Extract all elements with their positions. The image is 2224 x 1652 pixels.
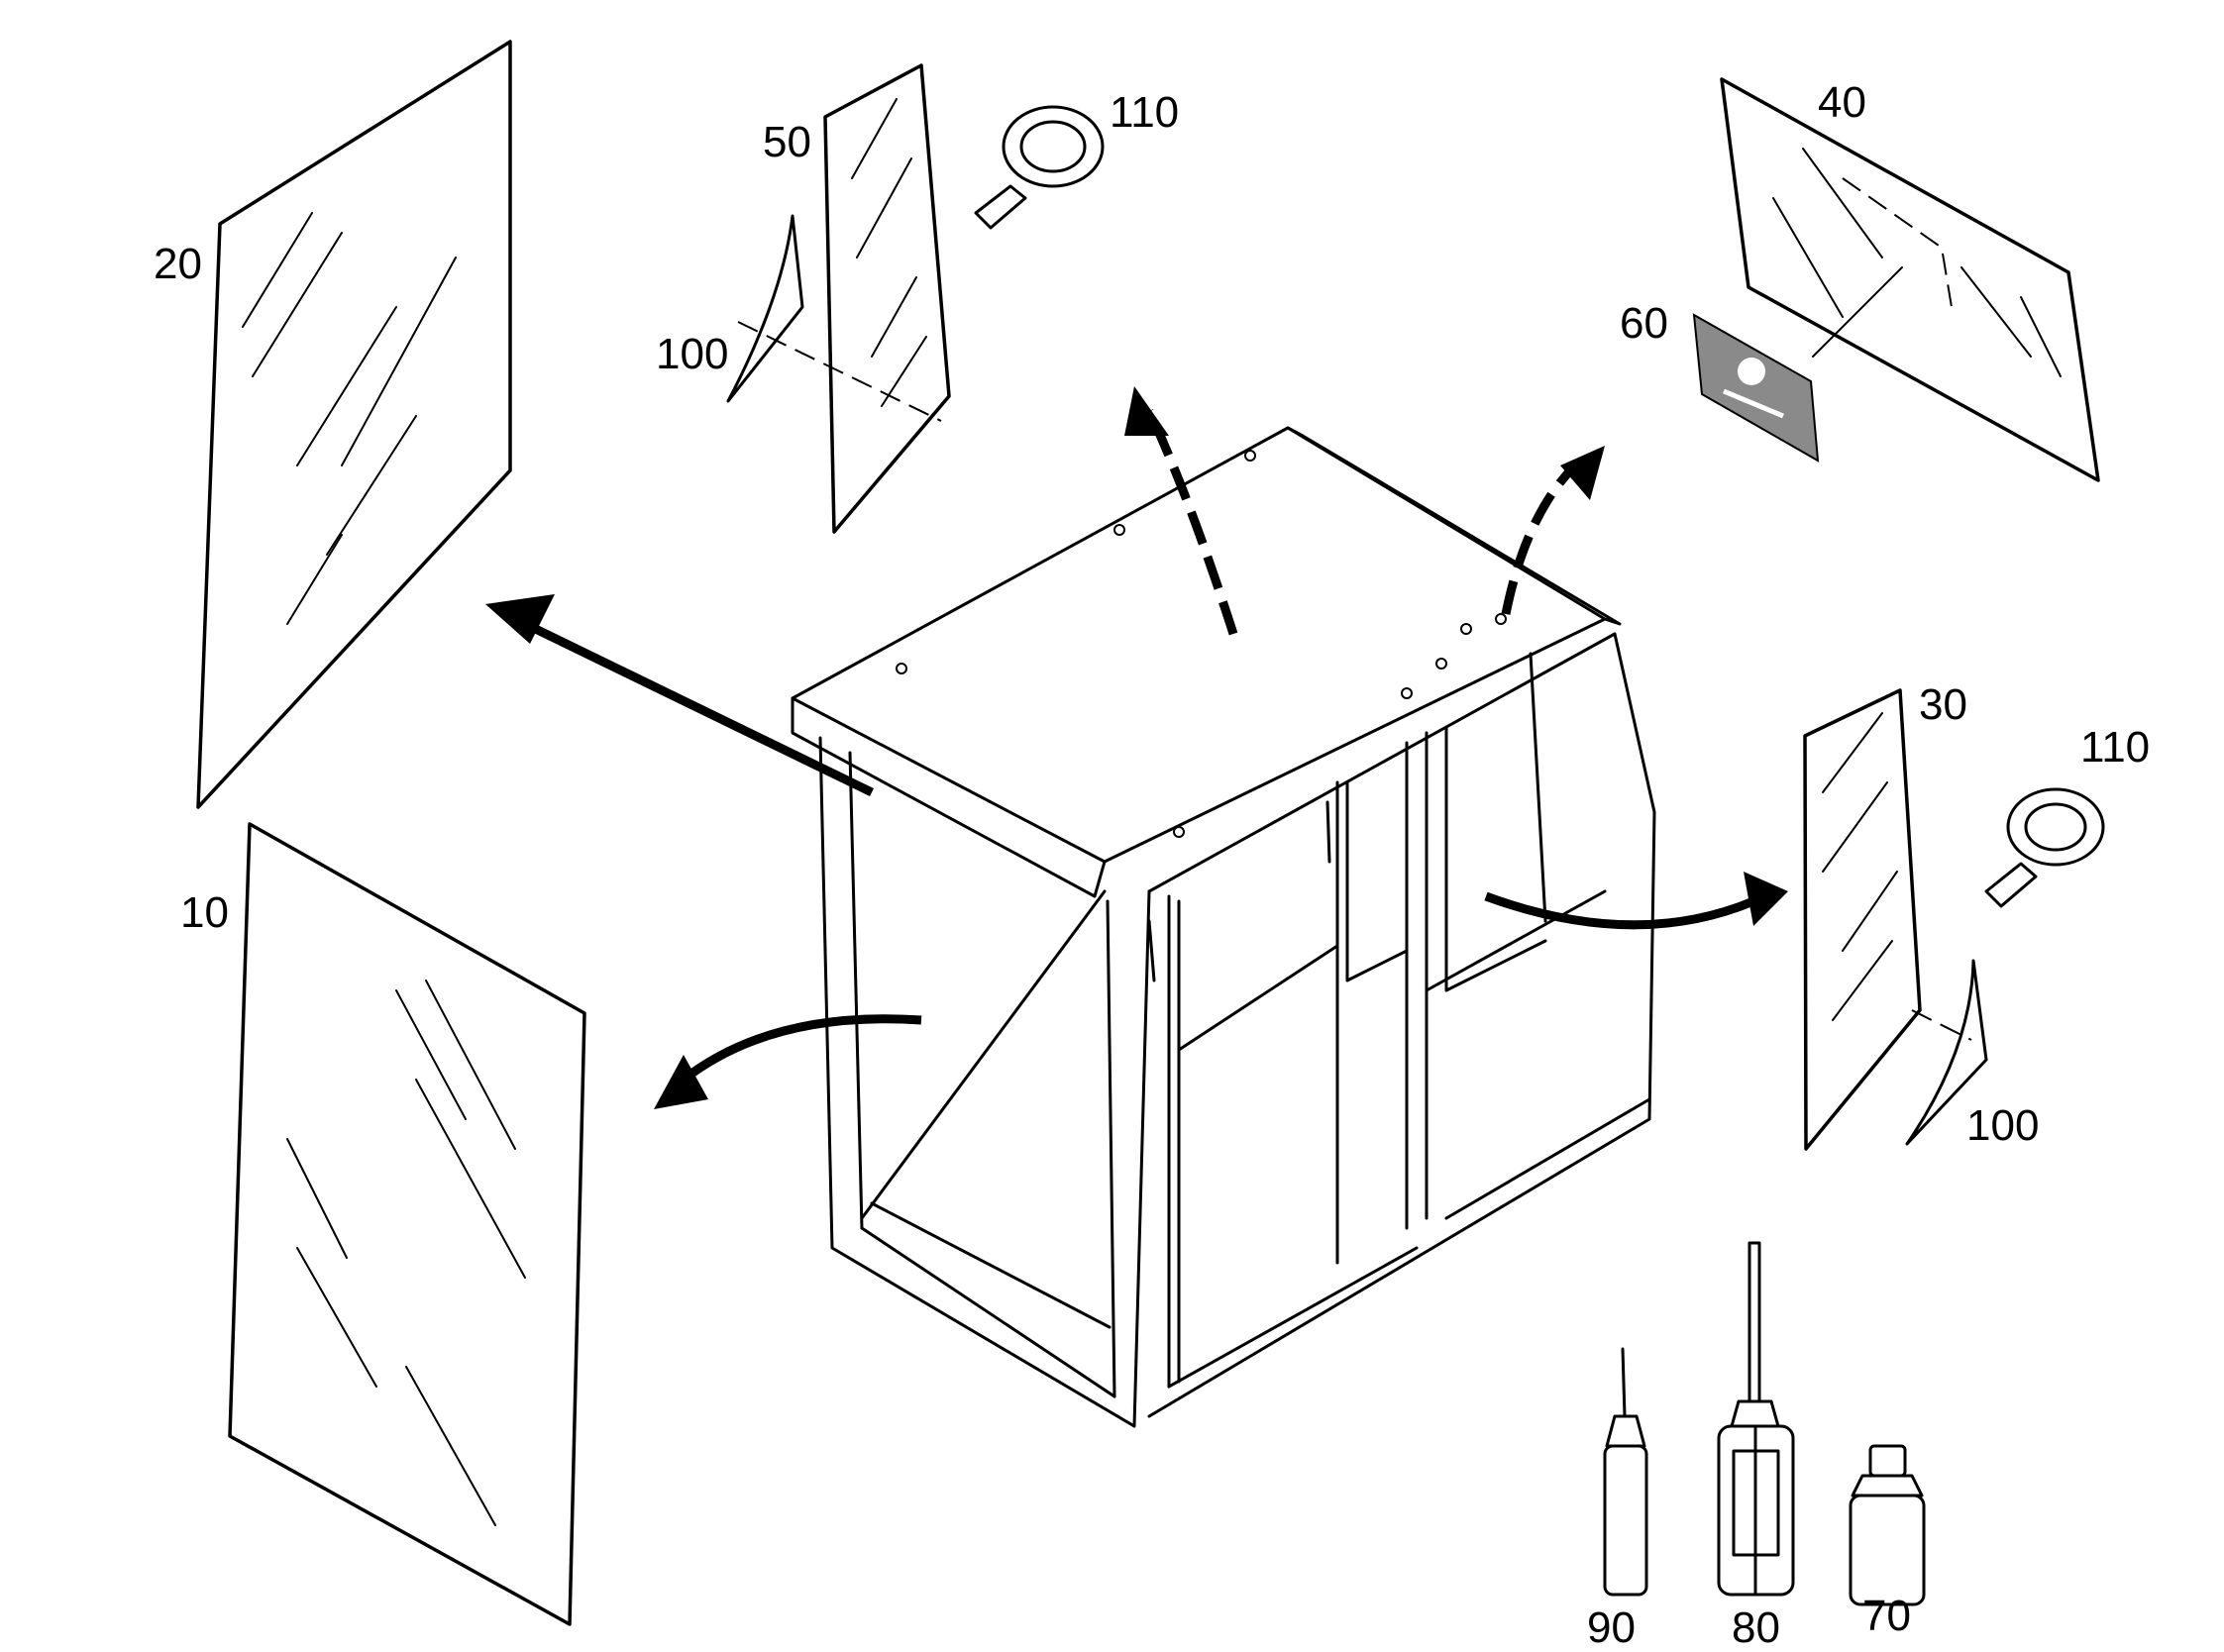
callout-90: 90	[1587, 1603, 1636, 1652]
adhesive-dual-cartridge-80	[1717, 1241, 1795, 1597]
glass-panel-10	[228, 822, 586, 1626]
callout-70: 70	[1862, 1592, 1911, 1640]
callout-20: 20	[154, 240, 202, 288]
primer-bottle-70	[1849, 1444, 1926, 1606]
callout-110-top: 110	[1110, 88, 1180, 137]
glass-panel-30	[1803, 688, 1972, 1151]
spacer-strip-100-top	[726, 214, 804, 403]
glass-panel-20	[196, 40, 512, 809]
tape-roll-110-top	[974, 105, 1105, 230]
callout-10: 10	[180, 888, 229, 937]
callout-40: 40	[1818, 78, 1866, 127]
cab-frame	[791, 426, 1656, 1428]
callout-50: 50	[763, 118, 811, 166]
tape-roll-110-right	[1984, 787, 2105, 908]
glass-panel-50	[737, 63, 951, 534]
spacer-strip-100-right	[1905, 959, 1988, 1146]
sealant-cartridge-90	[1603, 1347, 1648, 1597]
warning-decal-60	[1692, 313, 1820, 463]
explode-arrows	[485, 386, 1788, 1109]
callout-100-right: 100	[1966, 1101, 2040, 1150]
glass-panel-40	[1720, 77, 2100, 482]
callout-110-right: 110	[2080, 723, 2151, 772]
callout-30: 30	[1919, 680, 1967, 729]
callout-80: 80	[1732, 1603, 1780, 1652]
callout-100-top: 100	[656, 330, 729, 378]
callout-60: 60	[1620, 299, 1668, 348]
roof-bolts	[896, 450, 1507, 838]
